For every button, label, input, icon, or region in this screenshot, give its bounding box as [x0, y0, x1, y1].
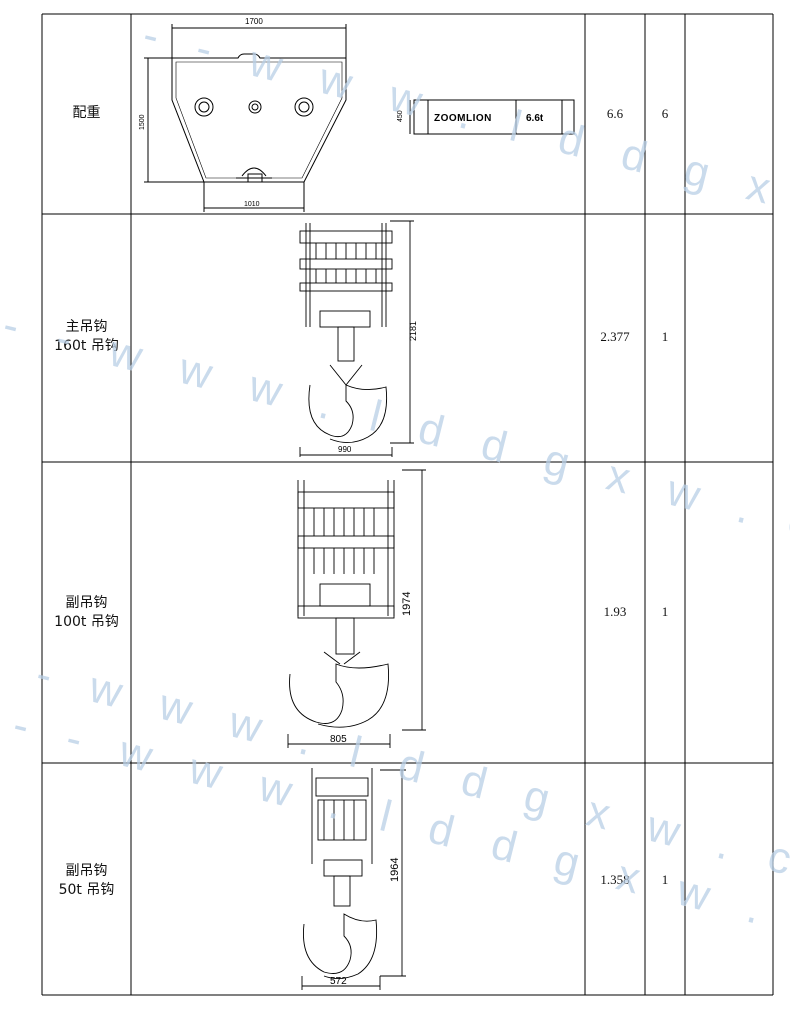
label-plate-brand: ZOOMLION — [434, 113, 492, 124]
table-grid — [41, 13, 774, 996]
row-name-line1: 副吊钩 — [65, 863, 108, 879]
hook160-dim-height: 2181 — [408, 321, 418, 341]
row-weight-counterweight: 6.6 — [606, 106, 624, 121]
row-name-hook100: 副吊钩 100t 吊钩 — [42, 594, 131, 632]
hook160-drawing: 2181 990 — [299, 220, 418, 457]
row-qty-hook160: 1 — [661, 329, 669, 344]
hook100-drawing: 1974 805 — [287, 469, 426, 748]
label-plate-height: 450 — [397, 110, 404, 122]
row-weight-hook100: 1.93 — [603, 604, 627, 619]
row-qty-counterweight: 6 — [661, 106, 669, 121]
hook100-dim-width: 805 — [330, 734, 347, 745]
counterweight-drawing: 1700 1500 1010 450 ZOOMLION 6.6t — [139, 17, 575, 212]
row-name-line2: 100t 吊钩 — [54, 614, 119, 630]
hook160-dim-width: 990 — [338, 445, 352, 454]
row-name-counterweight: 配重 — [42, 104, 131, 123]
row-qty-hook100: 1 — [661, 604, 669, 619]
row-weight-hook160: 2.377 — [600, 329, 630, 344]
hook50-dim-height: 1964 — [389, 858, 401, 882]
row-name-line1: 主吊钩 — [65, 319, 108, 335]
label-plate-weight: 6.6t — [526, 113, 544, 124]
row-name-line1: 配重 — [72, 105, 101, 121]
document-sheet: 配重 6.6 6 — [0, 10, 790, 1026]
counterweight-dim-top: 1700 — [245, 17, 263, 26]
row-name-hook160: 主吊钩 160t 吊钩 — [42, 318, 131, 356]
hook50-dim-width: 572 — [330, 976, 347, 987]
hook100-dim-height: 1974 — [401, 592, 413, 616]
row-weight-hook50: 1.358 — [600, 872, 630, 887]
hook50-drawing: 1964 572 — [301, 768, 406, 990]
counterweight-dim-bottom: 1010 — [244, 201, 260, 208]
row-qty-hook50: 1 — [661, 872, 669, 887]
row-name-line1: 副吊钩 — [65, 595, 108, 611]
row-name-line2: 160t 吊钩 — [54, 338, 119, 354]
row-name-hook50: 副吊钩 50t 吊钩 — [42, 862, 131, 900]
row-name-line2: 50t 吊钩 — [58, 882, 115, 898]
counterweight-dim-left: 1500 — [139, 114, 146, 130]
